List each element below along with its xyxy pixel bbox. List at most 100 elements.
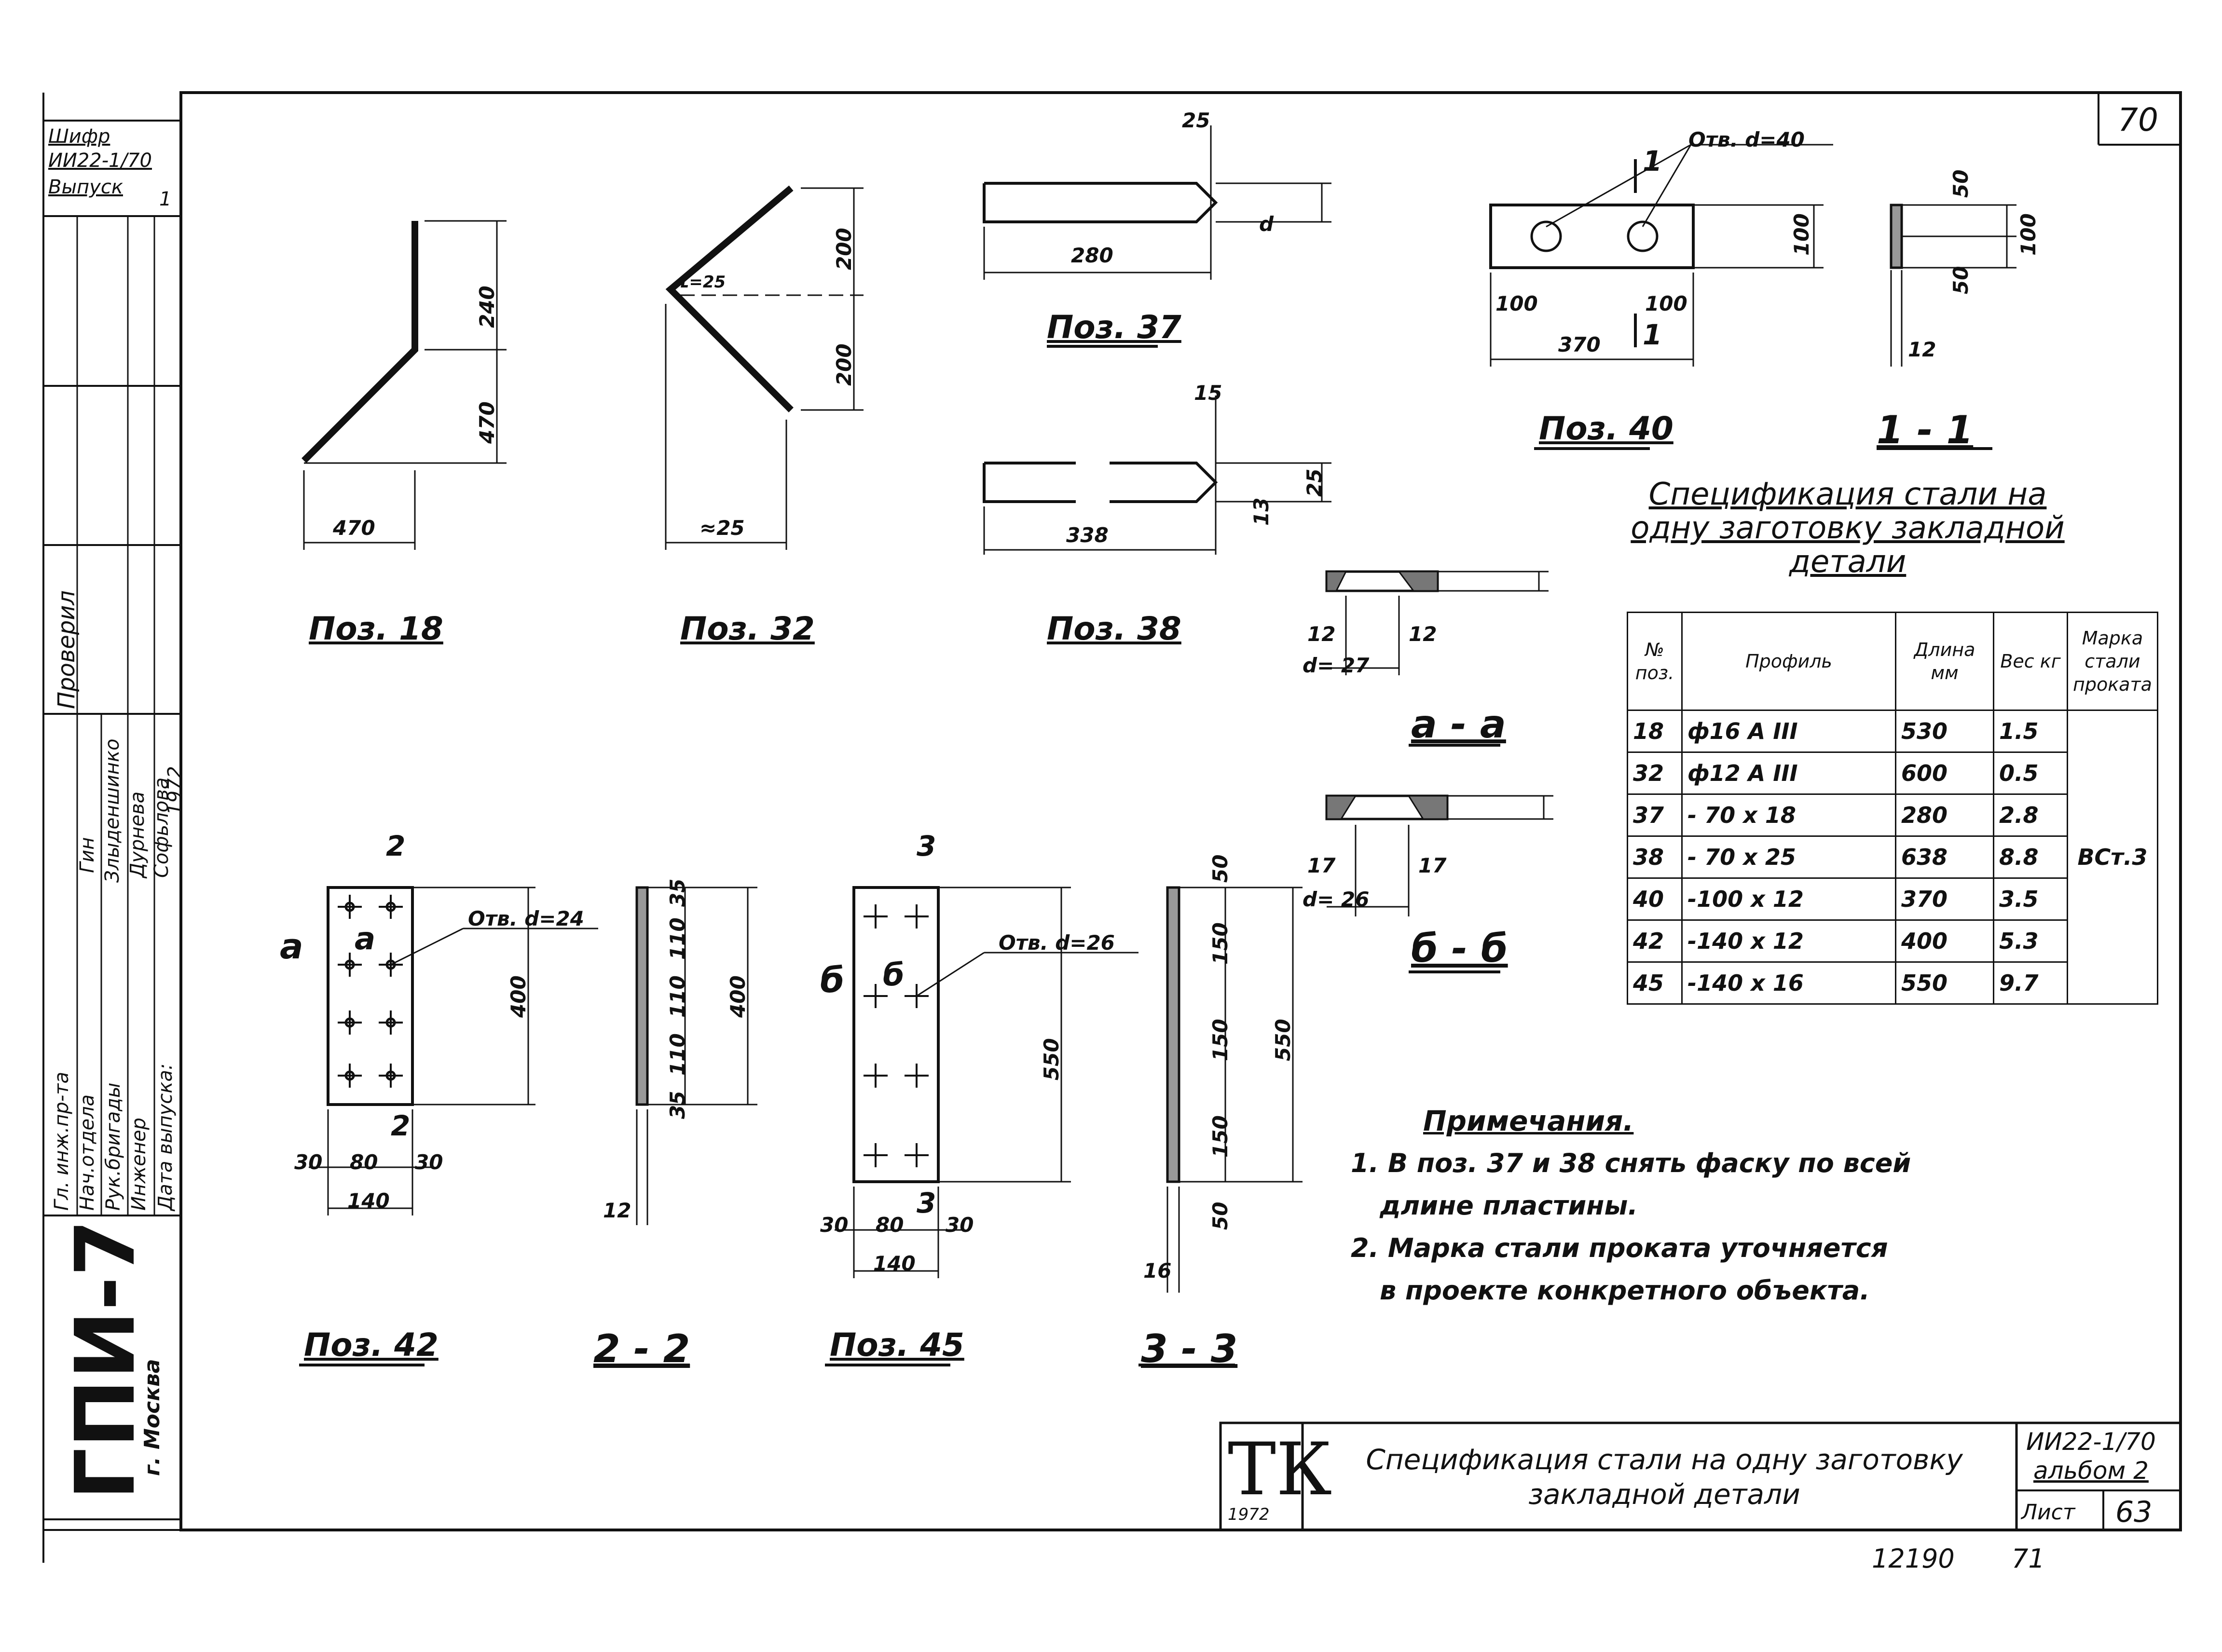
spec-cell-profile: - 70 x 18	[1681, 793, 1896, 837]
table-row: 45 -140 x 16 550 9.7	[1627, 961, 2158, 1005]
spec-cell-length: 600	[1895, 751, 1994, 795]
dim-22-110-b: 110	[666, 975, 689, 1018]
dim-42-400: 400	[507, 975, 530, 1018]
bar-32-shape	[665, 185, 794, 412]
dim-33-150-a: 150	[1208, 922, 1232, 965]
dim-22-110-a: 110	[666, 917, 689, 960]
side-engineer: Инженер	[128, 1118, 150, 1211]
spec-cell-no: 38	[1627, 835, 1683, 879]
dim-37-thickness: 25	[1182, 109, 1210, 132]
dim-33-150-c: 150	[1208, 1115, 1232, 1158]
title-block-album: альбом 2	[2033, 1457, 2149, 1485]
spec-cell-length: 400	[1895, 919, 1994, 963]
cut-mark-40-top: 1	[1643, 145, 1662, 177]
spec-header-no: № поз.	[1627, 612, 1683, 711]
dim-18-bottom: 470	[475, 401, 499, 444]
dim-22-400: 400	[726, 975, 750, 1018]
dim-18-width: 470	[333, 516, 375, 540]
label-section-2-2: 2 - 2	[593, 1326, 690, 1371]
dim-11-100: 100	[2016, 213, 2040, 256]
spec-header-weight: Вес кг	[1993, 612, 2068, 711]
dim-40-hole: Отв. d=40	[1688, 128, 1805, 151]
cut-mark-42-a-center: а	[355, 921, 376, 957]
title-block-frame	[1219, 1421, 2182, 1531]
dim-45-hole: Отв. d=26	[999, 931, 1115, 955]
spec-cell-length: 370	[1895, 877, 1994, 921]
spec-cell-weight: 9.7	[1993, 961, 2068, 1005]
cut-mark-45-b-center: б	[883, 957, 905, 993]
side-name-gin: Гин	[76, 837, 98, 873]
side-stamp-frame	[42, 120, 182, 1520]
plate-45-shape	[852, 886, 940, 1183]
notes-line-1: 1. В поз. 37 и 38 снять фаску по всей	[1351, 1148, 1911, 1178]
dim-22-35-bottom: 35	[666, 1091, 689, 1119]
dim-33-150-b: 150	[1208, 1019, 1232, 1061]
spec-cell-profile: -140 x 12	[1681, 919, 1896, 963]
dim-38-thickness: 15	[1194, 381, 1222, 405]
section-22-shape	[635, 886, 649, 1106]
table-row: 38 - 70 x 25 638 8.8	[1627, 835, 2158, 879]
tk-logo-year: 1972	[1228, 1505, 1270, 1524]
spec-cell-weight: 8.8	[1993, 835, 2068, 879]
cut-mark-45-bottom: 3	[917, 1187, 936, 1219]
table-row: 18 ф16 А III 530 1.5 ВСт.3	[1627, 710, 2158, 1005]
dim-33-550: 550	[1271, 1019, 1295, 1061]
title-block-title: Спецификация стали на одну заготовку зак…	[1366, 1443, 1963, 1511]
spec-cell-no: 18	[1627, 710, 1683, 753]
dim-38-height: 25	[1303, 468, 1326, 497]
dim-11-12: 12	[1908, 338, 1936, 361]
dim-18-top: 240	[475, 286, 499, 328]
notes-line-4: в проекте конкретного объекта.	[1380, 1275, 1870, 1306]
dim-32-bottom: 200	[832, 343, 856, 386]
side-city: г. Москва	[140, 1359, 165, 1476]
dim-32-width: ≈25	[700, 516, 745, 540]
spec-cell-weight: 2.8	[1993, 793, 2068, 837]
label-section-b-b: б - б	[1411, 926, 1508, 971]
dim-37-height: d	[1259, 212, 1274, 236]
dim-33-50-top: 50	[1208, 854, 1232, 883]
tk-logo: ТК	[1228, 1428, 1332, 1512]
dim-aa-12-right: 12	[1409, 622, 1437, 646]
spec-cell-grade: ВСт.3	[2067, 710, 2158, 1005]
side-org: ГПИ-7	[58, 1219, 153, 1500]
dim-22-12: 12	[603, 1199, 631, 1222]
cut-mark-40-bottom: 1	[1643, 318, 1662, 351]
cut-mark-45-top: 3	[917, 830, 936, 862]
dim-45-30-right: 30	[946, 1213, 974, 1237]
cut-mark-42-a-left: а	[280, 926, 303, 967]
label-pos-40: Поз. 40	[1539, 410, 1673, 447]
spec-cell-no: 45	[1627, 961, 1683, 1005]
spec-cell-no: 40	[1627, 877, 1683, 921]
spec-cell-profile: ф16 А III	[1681, 710, 1896, 753]
dim-11-50-bottom: 50	[1949, 266, 1973, 294]
notes-line-3: 2. Марка стали проката уточняется	[1351, 1233, 1888, 1263]
dim-40-100-right: 100	[1645, 292, 1687, 315]
spec-cell-weight: 3.5	[1993, 877, 2068, 921]
side-name-2: Дурнева	[126, 791, 149, 878]
bar-18-shape	[302, 221, 418, 463]
side-cipher-label: Шифр	[48, 125, 110, 148]
side-name-1: Злыденшинко	[101, 738, 123, 883]
label-section-1-1: 1 - 1	[1877, 408, 1974, 452]
spec-cell-length: 280	[1895, 793, 1994, 837]
dim-38-height-2: 13	[1249, 497, 1273, 526]
spec-title: Спецификация стали на одну заготовку зак…	[1631, 477, 2065, 580]
dim-40-height: 100	[1790, 213, 1813, 256]
spec-cell-weight: 5.3	[1993, 919, 2068, 963]
dim-45-80: 80	[876, 1213, 904, 1237]
spec-header-length: Длина мм	[1895, 612, 1994, 711]
spec-header-grade: Марка стали проката	[2067, 612, 2158, 711]
spec-cell-no: 37	[1627, 793, 1683, 837]
side-dept-head: Нач.отдела	[76, 1094, 98, 1211]
dim-40-width: 370	[1558, 333, 1601, 356]
side-chief-engineer: Гл. инж.пр-та	[51, 1072, 73, 1211]
spec-table: № поз. Профиль Длина мм Вес кг Марка ста…	[1627, 612, 2158, 1005]
label-section-3-3: 3 - 3	[1141, 1326, 1238, 1371]
table-row: 40 -100 x 12 370 3.5	[1627, 877, 2158, 921]
dim-bb-17-left: 17	[1307, 854, 1336, 877]
dim-45-30-left: 30	[820, 1213, 849, 1237]
dim-40-100-left: 100	[1495, 292, 1538, 315]
notes-block: Примечания. 1. В поз. 37 и 38 снять фаск…	[1351, 1100, 1911, 1312]
spec-cell-profile: -140 x 16	[1681, 961, 1896, 1005]
footer-archive-number: 12190	[1872, 1543, 1955, 1574]
